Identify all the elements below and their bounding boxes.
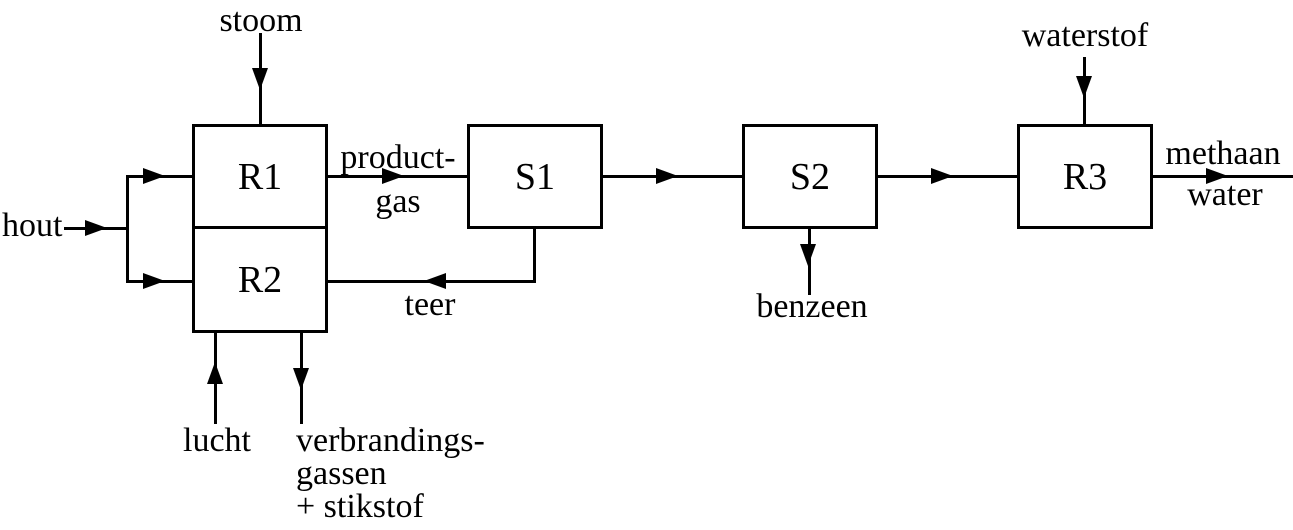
waterstof-arrowhead-down-icon: [1076, 76, 1092, 98]
hout-R2-arrowhead-right-icon: [143, 273, 165, 289]
hout-label: hout: [2, 207, 63, 244]
hout-R1-arrowhead-right-icon: [143, 168, 165, 184]
box-R3-label: R3: [1062, 155, 1108, 198]
teer-label: teer: [404, 286, 456, 323]
hout-arrowhead-right-icon: [85, 220, 107, 236]
productgas-label: product- gas: [340, 139, 456, 220]
hout-branch-line: [126, 175, 129, 283]
verbrandingsgassen-arrowhead-down-icon: [293, 368, 309, 390]
methaan-label: methaan: [1165, 135, 1281, 172]
box-R1: R1: [192, 124, 328, 229]
teer-arrowhead-left-icon: [424, 273, 446, 289]
box-S2: S2: [742, 124, 878, 229]
box-R3: R3: [1017, 124, 1153, 229]
stoom-arrowhead-down-icon: [252, 68, 268, 90]
waterstof-label: waterstof: [1021, 17, 1149, 54]
box-R2-label: R2: [237, 258, 283, 301]
box-R1-label: R1: [237, 155, 283, 198]
productgas-arrowhead-right-icon: [382, 168, 404, 184]
benzeen-label: benzeen: [756, 288, 868, 325]
lucht-arrowhead-up-icon: [207, 362, 223, 384]
box-S1: S1: [467, 124, 603, 229]
stoom-label: stoom: [219, 2, 303, 39]
S2-R3-arrowhead-right-icon: [931, 168, 953, 184]
lucht-label: lucht: [183, 422, 251, 459]
S1-S2-arrowhead-right-icon: [656, 168, 678, 184]
box-R2: R2: [192, 226, 328, 333]
water-label: water: [1187, 176, 1263, 213]
teer-drop-line: [533, 227, 536, 283]
verbrandingsgassen-label: verbrandings- gassen + stikstof: [296, 422, 485, 525]
output-arrowhead-right-icon: [1206, 168, 1228, 184]
box-S2-label: S2: [789, 155, 831, 198]
box-S1-label: S1: [514, 155, 556, 198]
benzeen-arrowhead-down-icon: [800, 244, 816, 266]
